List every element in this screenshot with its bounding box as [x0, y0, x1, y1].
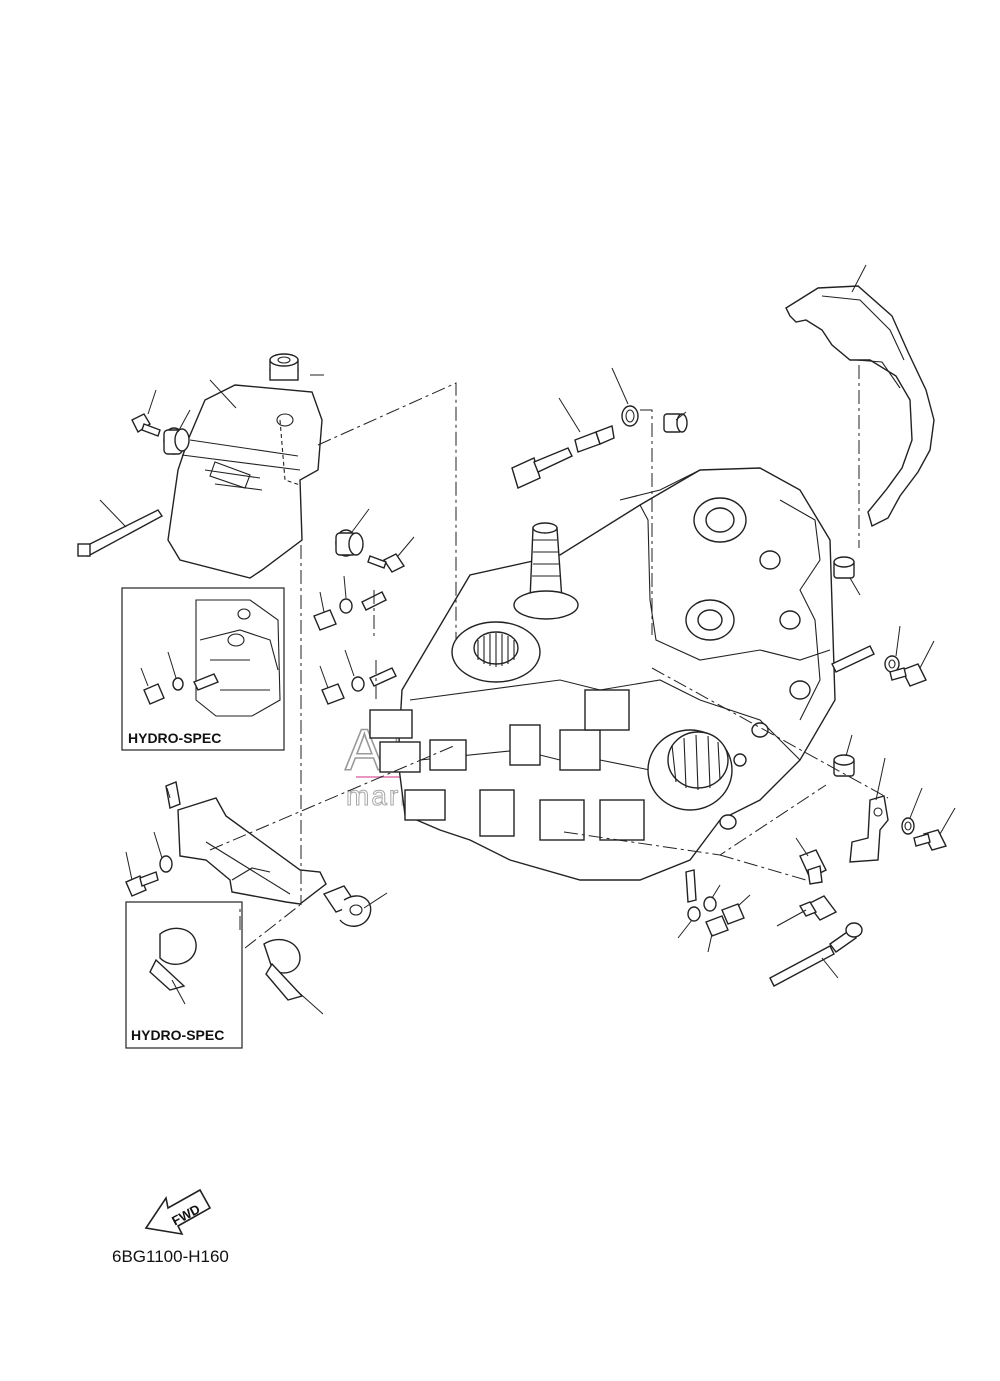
washer-2-left-b: [351, 676, 365, 692]
grommet-22-lower: [833, 754, 855, 777]
bolt-17-left: [131, 413, 161, 437]
block-mid-edge: [409, 679, 801, 761]
cylinder-head-bosses: [685, 497, 821, 738]
lower-bosses: [369, 689, 747, 841]
bracket-21: [785, 285, 935, 528]
grommet-22-top: [663, 413, 688, 433]
bolt-1-right: [889, 663, 927, 687]
grommet-22-right: [833, 556, 855, 579]
bolt-1-lower-a: [721, 903, 745, 925]
cylinder-block-assembly: [369, 467, 836, 881]
crankcase-parting-line: [639, 504, 831, 661]
leader-lines: [99, 264, 956, 1015]
bracket-plate: [177, 797, 327, 905]
hydro-spec-label-lower: HYDRO-SPEC: [131, 1027, 224, 1043]
hose-clamp-16: [322, 885, 372, 927]
bolt-8: [913, 829, 948, 851]
washer-2-lower-b: [687, 906, 701, 922]
clip-4: [263, 939, 304, 1001]
block-top-edge: [619, 469, 701, 501]
bolt-1-left-b: [321, 683, 345, 705]
oil-filter: [647, 729, 733, 811]
cable-tie-19: [77, 509, 164, 557]
bolt-14: [125, 871, 159, 897]
stud-lower: [685, 869, 697, 903]
washer-15: [159, 855, 173, 873]
bolt-1-lower-b: [705, 915, 729, 937]
bolt-17-right: [367, 553, 406, 573]
grommet-20-top: [269, 353, 299, 381]
reference-lines: [209, 365, 889, 949]
washer-9: [901, 817, 915, 835]
diagram-code: 6BG1100-H160: [112, 1247, 229, 1266]
fwd-arrow: FWD: [144, 1188, 212, 1236]
sensor-5: [511, 425, 615, 489]
sensor-12: [769, 922, 863, 987]
washer-2-left-a: [339, 598, 353, 614]
clamp-13: [165, 781, 181, 809]
stud-right: [831, 645, 875, 673]
bracket-7: [849, 795, 889, 863]
hydro-spec-inset-lower: HYDRO-SPEC: [125, 901, 243, 1049]
grommet-20-left: [163, 427, 190, 455]
hydro-spec-label-upper: HYDRO-SPEC: [128, 730, 221, 746]
washer-2-lower-a: [703, 896, 717, 912]
cover-18: [167, 384, 323, 579]
bolt-1-left-a: [313, 609, 337, 631]
connector-10: [799, 849, 827, 885]
crankshaft-end: [451, 522, 579, 683]
grommet-20-right: [335, 529, 364, 557]
hydro-spec-inset-upper: HYDRO-SPEC: [121, 587, 285, 751]
stud-left-b: [369, 667, 397, 687]
o-ring-6: [621, 405, 639, 427]
sensor-11: [798, 895, 838, 921]
